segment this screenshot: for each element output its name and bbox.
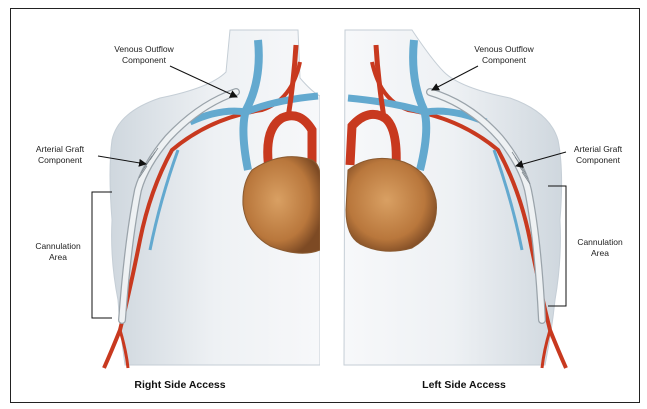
right-cannulation-label-line2: Area: [49, 252, 67, 262]
right-arterial-label-line2: Component: [38, 155, 83, 165]
left-arterial-label-line1: Arterial Graft: [574, 144, 623, 154]
right-cannulation-label-line1: Cannulation: [35, 241, 81, 251]
right-cannulation-bracket: [92, 192, 112, 318]
left-cannulation-label-line2: Area: [591, 248, 609, 258]
left-arterial-label-line2: Component: [576, 155, 621, 165]
right-side-caption: Right Side Access: [134, 379, 225, 391]
left-side-panel: Venous Outflow Component Arterial Graft …: [344, 30, 623, 391]
panel-gap: [320, 30, 344, 366]
right-venous-label-line1: Venous Outflow: [114, 44, 174, 54]
left-side-caption: Left Side Access: [422, 379, 506, 391]
right-side-panel: Venous Outflow Component Arterial Graft …: [35, 30, 320, 391]
left-venous-label-line1: Venous Outflow: [474, 44, 534, 54]
right-venous-label-line2: Component: [122, 55, 167, 65]
right-arterial-label-line1: Arterial Graft: [36, 144, 85, 154]
left-venous-label-line2: Component: [482, 55, 527, 65]
left-cannulation-label-line1: Cannulation: [577, 237, 623, 247]
